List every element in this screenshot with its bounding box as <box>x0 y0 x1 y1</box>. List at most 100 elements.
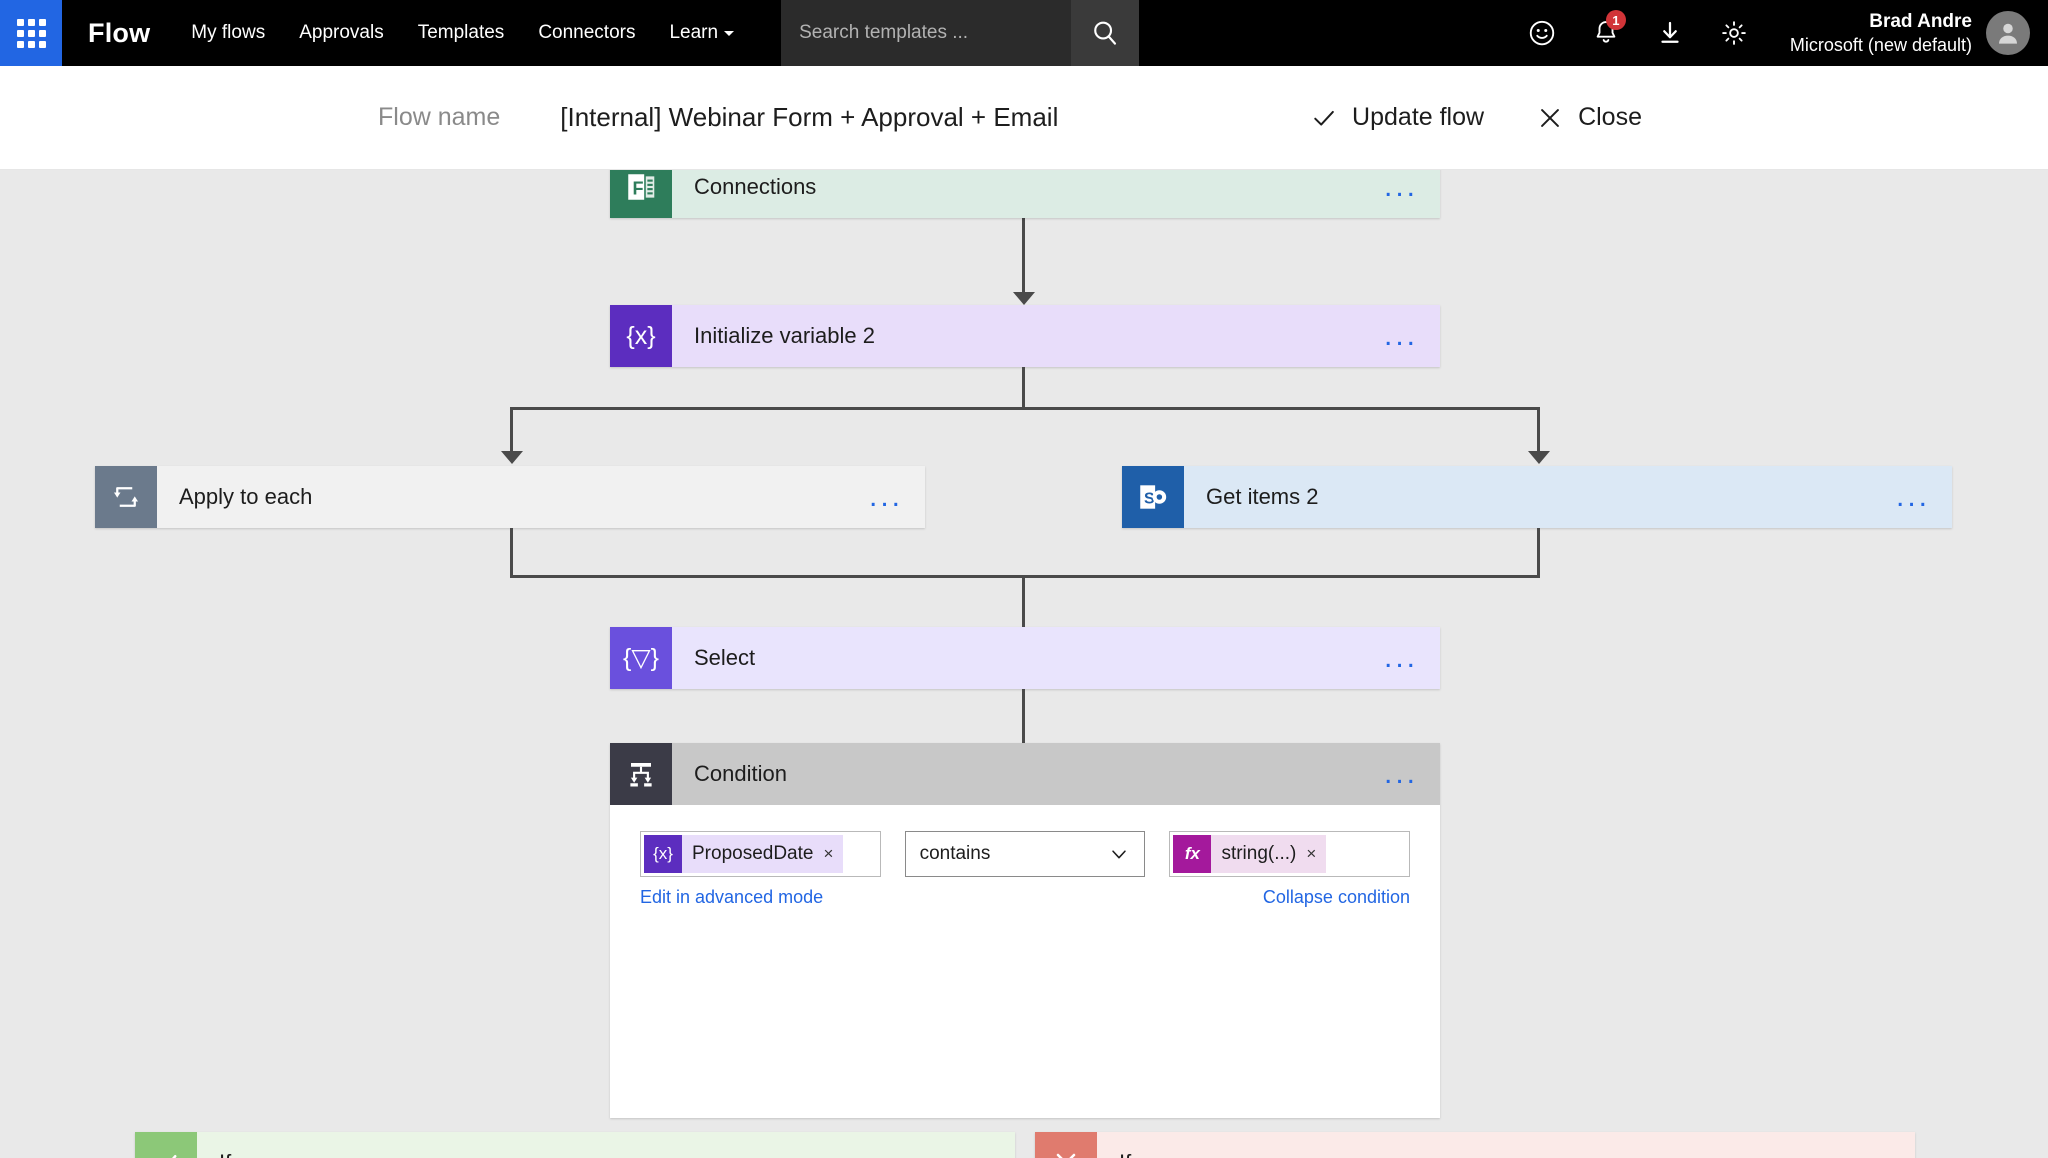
condition-header[interactable]: Condition ... <box>610 743 1440 805</box>
connector-line <box>1537 407 1540 457</box>
flow-node-menu-button[interactable]: ... <box>1383 170 1418 203</box>
notification-badge: 1 <box>1605 10 1626 30</box>
condition-expression-row: {x} ProposedDate × contains fx string(..… <box>610 805 1440 877</box>
flow-canvas[interactable]: F Connections ... {x} Initialize variabl… <box>0 170 2048 1158</box>
search-input[interactable] <box>781 0 1072 66</box>
branch-if-yes-header: If yes <box>135 1132 1015 1158</box>
loop-glyph <box>114 487 138 507</box>
nav-learn[interactable]: Learn <box>652 0 751 66</box>
connector-bus-bottom <box>510 575 1540 578</box>
remove-right-token-button[interactable]: × <box>1306 844 1317 863</box>
flow-node-title: Get items 2 <box>1206 484 1319 509</box>
notifications-button[interactable]: 1 <box>1574 0 1638 66</box>
suite-bar: Flow My flows Approvals Templates Connec… <box>0 0 2048 66</box>
nav-templates[interactable]: Templates <box>417 22 505 43</box>
update-flow-label: Update flow <box>1352 103 1485 131</box>
sharepoint-icon: S <box>1122 466 1184 528</box>
app-launcher-icon[interactable] <box>0 0 62 66</box>
flow-node-body: Initialize variable 2 ... <box>672 305 1440 367</box>
flow-node-initialize-variable-2[interactable]: {x} Initialize variable 2 ... <box>610 305 1440 367</box>
flow-node-body: Apply to each ... <box>157 466 925 528</box>
variables-icon: {x} <box>610 305 672 367</box>
condition-header-body: Condition ... <box>672 743 1440 805</box>
flow-name-value[interactable]: [Internal] Webinar Form + Approval + Ema… <box>560 102 1059 132</box>
branch-title: If no <box>1119 1150 1162 1158</box>
apply-to-each-icon <box>95 466 157 528</box>
download-icon <box>1661 21 1679 43</box>
download-button[interactable] <box>1638 0 1702 66</box>
check-icon <box>135 1132 197 1158</box>
function-chip-icon: fx <box>1173 835 1212 873</box>
user-menu[interactable]: Brad Andre Microsoft (new default) <box>1766 0 2048 66</box>
condition-glyph <box>630 763 652 787</box>
collapse-condition-link[interactable]: Collapse condition <box>1262 887 1410 907</box>
flow-node-connections[interactable]: F Connections ... <box>610 170 1440 218</box>
user-name: Brad Andre <box>1869 10 1972 32</box>
flow-node-title: Initialize variable 2 <box>694 323 875 348</box>
variables-glyph: {x} <box>626 321 656 350</box>
search-icon <box>1094 21 1117 45</box>
flow-node-body: Get items 2 ... <box>1184 466 1952 528</box>
condition-left-field[interactable]: {x} ProposedDate × <box>640 831 881 877</box>
check-glyph <box>172 1154 177 1158</box>
flow-node-menu-button[interactable]: ... <box>868 480 903 513</box>
feedback-button[interactable] <box>1510 0 1574 66</box>
avatar[interactable] <box>1986 11 2030 55</box>
connector-line <box>1537 528 1540 578</box>
command-bar: Flow name [Internal] Webinar Form + Appr… <box>0 66 2048 170</box>
user-tenant: Microsoft (new default) <box>1789 34 1972 55</box>
condition-card[interactable]: Condition ... {x} ProposedDate × contain… <box>610 743 1440 1118</box>
condition-left-token: {x} ProposedDate × <box>644 835 844 873</box>
search-area <box>781 0 1140 66</box>
close-icon <box>1541 108 1560 127</box>
condition-right-token-label: string(...) <box>1221 843 1297 864</box>
x-glyph <box>1056 1153 1076 1158</box>
connector-line <box>510 407 513 457</box>
branch-if-yes[interactable]: If yes Send an email ... <box>135 1132 1015 1158</box>
nav-connectors[interactable]: Connectors <box>538 22 636 43</box>
flow-node-title: Select <box>694 645 756 670</box>
variable-chip-icon: {x} <box>644 835 682 873</box>
connector-line <box>1022 575 1025 633</box>
condition-left-token-label: ProposedDate <box>692 843 814 864</box>
condition-right-field[interactable]: fx string(...) × <box>1169 831 1410 877</box>
branch-if-no-body: If no <box>1097 1132 1915 1158</box>
select-icon: {▽} <box>610 627 672 689</box>
flow-node-menu-button[interactable]: ... <box>1383 641 1418 674</box>
branch-if-no[interactable]: If no Start an approval ... <box>1035 1132 1915 1158</box>
nav-approvals[interactable]: Approvals <box>299 22 384 43</box>
close-button[interactable]: Close <box>1530 95 1648 140</box>
condition-links: Edit in advanced mode Collapse condition <box>610 877 1440 908</box>
remove-left-token-button[interactable]: × <box>823 844 834 863</box>
nav-my-flows[interactable]: My flows <box>191 22 266 43</box>
connector-line <box>1022 689 1025 749</box>
condition-operator-dropdown[interactable]: contains <box>904 831 1146 877</box>
x-icon <box>1035 1132 1097 1158</box>
connector-line <box>510 528 513 578</box>
connector-line <box>1022 218 1025 298</box>
forms-glyph: F <box>628 174 655 200</box>
waffle-grid <box>16 18 46 48</box>
condition-operator-value: contains <box>919 843 991 864</box>
flow-brand-logo[interactable]: Flow <box>88 17 151 48</box>
flow-node-menu-button[interactable]: ... <box>1383 757 1418 790</box>
flow-node-get-items-2[interactable]: S Get items 2 ... <box>1122 466 1952 528</box>
condition-icon <box>610 743 672 805</box>
smiley-icon <box>1529 20 1555 46</box>
person-icon <box>1999 23 2017 44</box>
flow-node-select[interactable]: {▽} Select ... <box>610 627 1440 689</box>
edit-in-advanced-mode-link[interactable]: Edit in advanced mode <box>640 887 824 907</box>
connector-line <box>1022 367 1025 407</box>
flow-node-menu-button[interactable]: ... <box>1383 319 1418 352</box>
search-button[interactable] <box>1071 0 1140 66</box>
connector-arrow <box>501 451 523 464</box>
flow-node-menu-button[interactable]: ... <box>1895 480 1930 513</box>
branch-if-no-header: If no <box>1035 1132 1915 1158</box>
settings-button[interactable] <box>1702 0 1766 66</box>
nav-learn-label: Learn <box>669 22 719 43</box>
flow-node-apply-to-each[interactable]: Apply to each ... <box>95 466 925 528</box>
update-flow-button[interactable]: Update flow <box>1304 95 1490 140</box>
check-icon <box>1314 110 1334 126</box>
flow-node-body: Select ... <box>672 627 1440 689</box>
connector-arrow <box>1013 292 1035 305</box>
